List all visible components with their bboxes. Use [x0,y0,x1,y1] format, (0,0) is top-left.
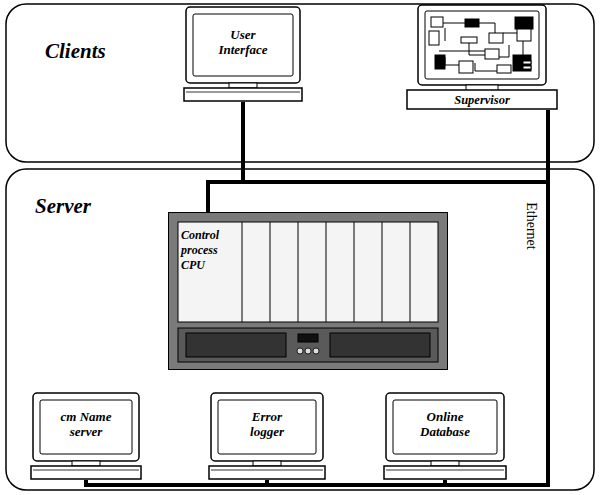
schematic-block [517,29,531,41]
schematic-block [461,37,477,43]
text-holder: Control process CPU [181,228,241,273]
monitor-screen [193,14,293,76]
status-led [305,348,311,354]
node-label: Error logger [237,410,297,440]
monitor-bezel [211,393,323,461]
text-holder: Supervisor [406,91,558,109]
monitor-bezel [418,5,546,85]
schematic-block [431,17,443,27]
monitor-bezel [186,7,300,83]
crate-panel [178,328,438,362]
monitor-base-edge [211,470,323,471]
group-title: Clients [45,39,106,64]
schematic-screen [429,17,533,73]
text-holder: cm Name server [30,392,142,458]
status-led [313,348,319,354]
schematic-block [485,49,499,59]
monitor-base [184,88,302,101]
schematic-block [489,33,503,43]
monitor-screen [40,400,132,454]
schematic-wire [523,41,524,55]
slot-divider [382,222,383,322]
ethernet-cable [208,102,243,214]
region-border [6,169,594,490]
schematic-wire [469,43,485,55]
text-holder: Online Database [383,392,507,458]
crate-frame [169,213,448,370]
monitor-base [31,466,141,479]
fan-vent [186,333,286,357]
monitor-base [384,466,506,479]
schematic-block [513,55,531,71]
monitor-base-edge [186,92,300,93]
schematic-block [523,61,531,64]
monitor-screen [425,11,539,79]
workstation-monitor: Online Database [383,392,507,480]
schematic-block [435,55,445,69]
schematic-wire [479,23,495,33]
schematic-wire [503,33,517,34]
region-border [6,4,594,162]
schematic-wire [475,63,497,71]
schematic-block [523,66,531,69]
monitor-bezel [386,393,504,461]
vme-crate: Control process CPU [168,212,448,370]
monitor-screen [218,400,316,454]
monitor-bezel [33,393,139,461]
ethernet-cable [243,102,548,182]
group-region: ServerControl process CPU cm Name server E… [5,168,595,491]
status-led [297,348,303,354]
node-label: cm Name server [56,410,116,440]
power-switch [298,334,318,342]
schematic-block [497,65,511,73]
schematic-block [515,17,533,29]
monitor-base-edge [33,470,139,471]
schematic-wire [445,28,446,41]
text-holder: Server [35,194,91,219]
group-region: Clients User InterfaceSupervisor [5,3,595,163]
slot-divider [410,222,411,322]
slot-divider [298,222,299,322]
slot-divider [270,222,271,322]
fan-vent [330,333,430,357]
workstation-monitor: User Interface [183,6,303,102]
schematic-wire [445,57,459,65]
slot-divider [242,222,243,322]
slot-divider [354,222,355,322]
node-label: User Interface [213,28,273,58]
slot-divider [326,222,327,322]
schematic-block [429,31,439,45]
schematic-block [459,61,473,73]
text-holder: Error logger [208,392,326,458]
schematic-wire [439,51,485,52]
node-label: Supervisor [454,93,510,108]
schematic-block [465,19,479,27]
workstation-monitor: Error logger [208,392,326,480]
monitor-screen [393,400,497,454]
group-title: Server [35,194,91,219]
ethernet-cable [86,110,548,485]
monitor-base [407,90,557,109]
text-holder: User Interface [183,6,303,80]
node-label: Control process CPU [181,228,241,273]
text-holder: Clients [45,39,106,64]
supervisor-monitor: Supervisor [406,4,558,110]
crate-slots [178,222,438,322]
workstation-monitor: cm Name server [30,392,142,480]
monitor-base-edge [386,470,504,471]
monitor-base [209,466,325,479]
node-label: Online Database [415,410,475,440]
bus-label: Ethernet [523,202,539,249]
